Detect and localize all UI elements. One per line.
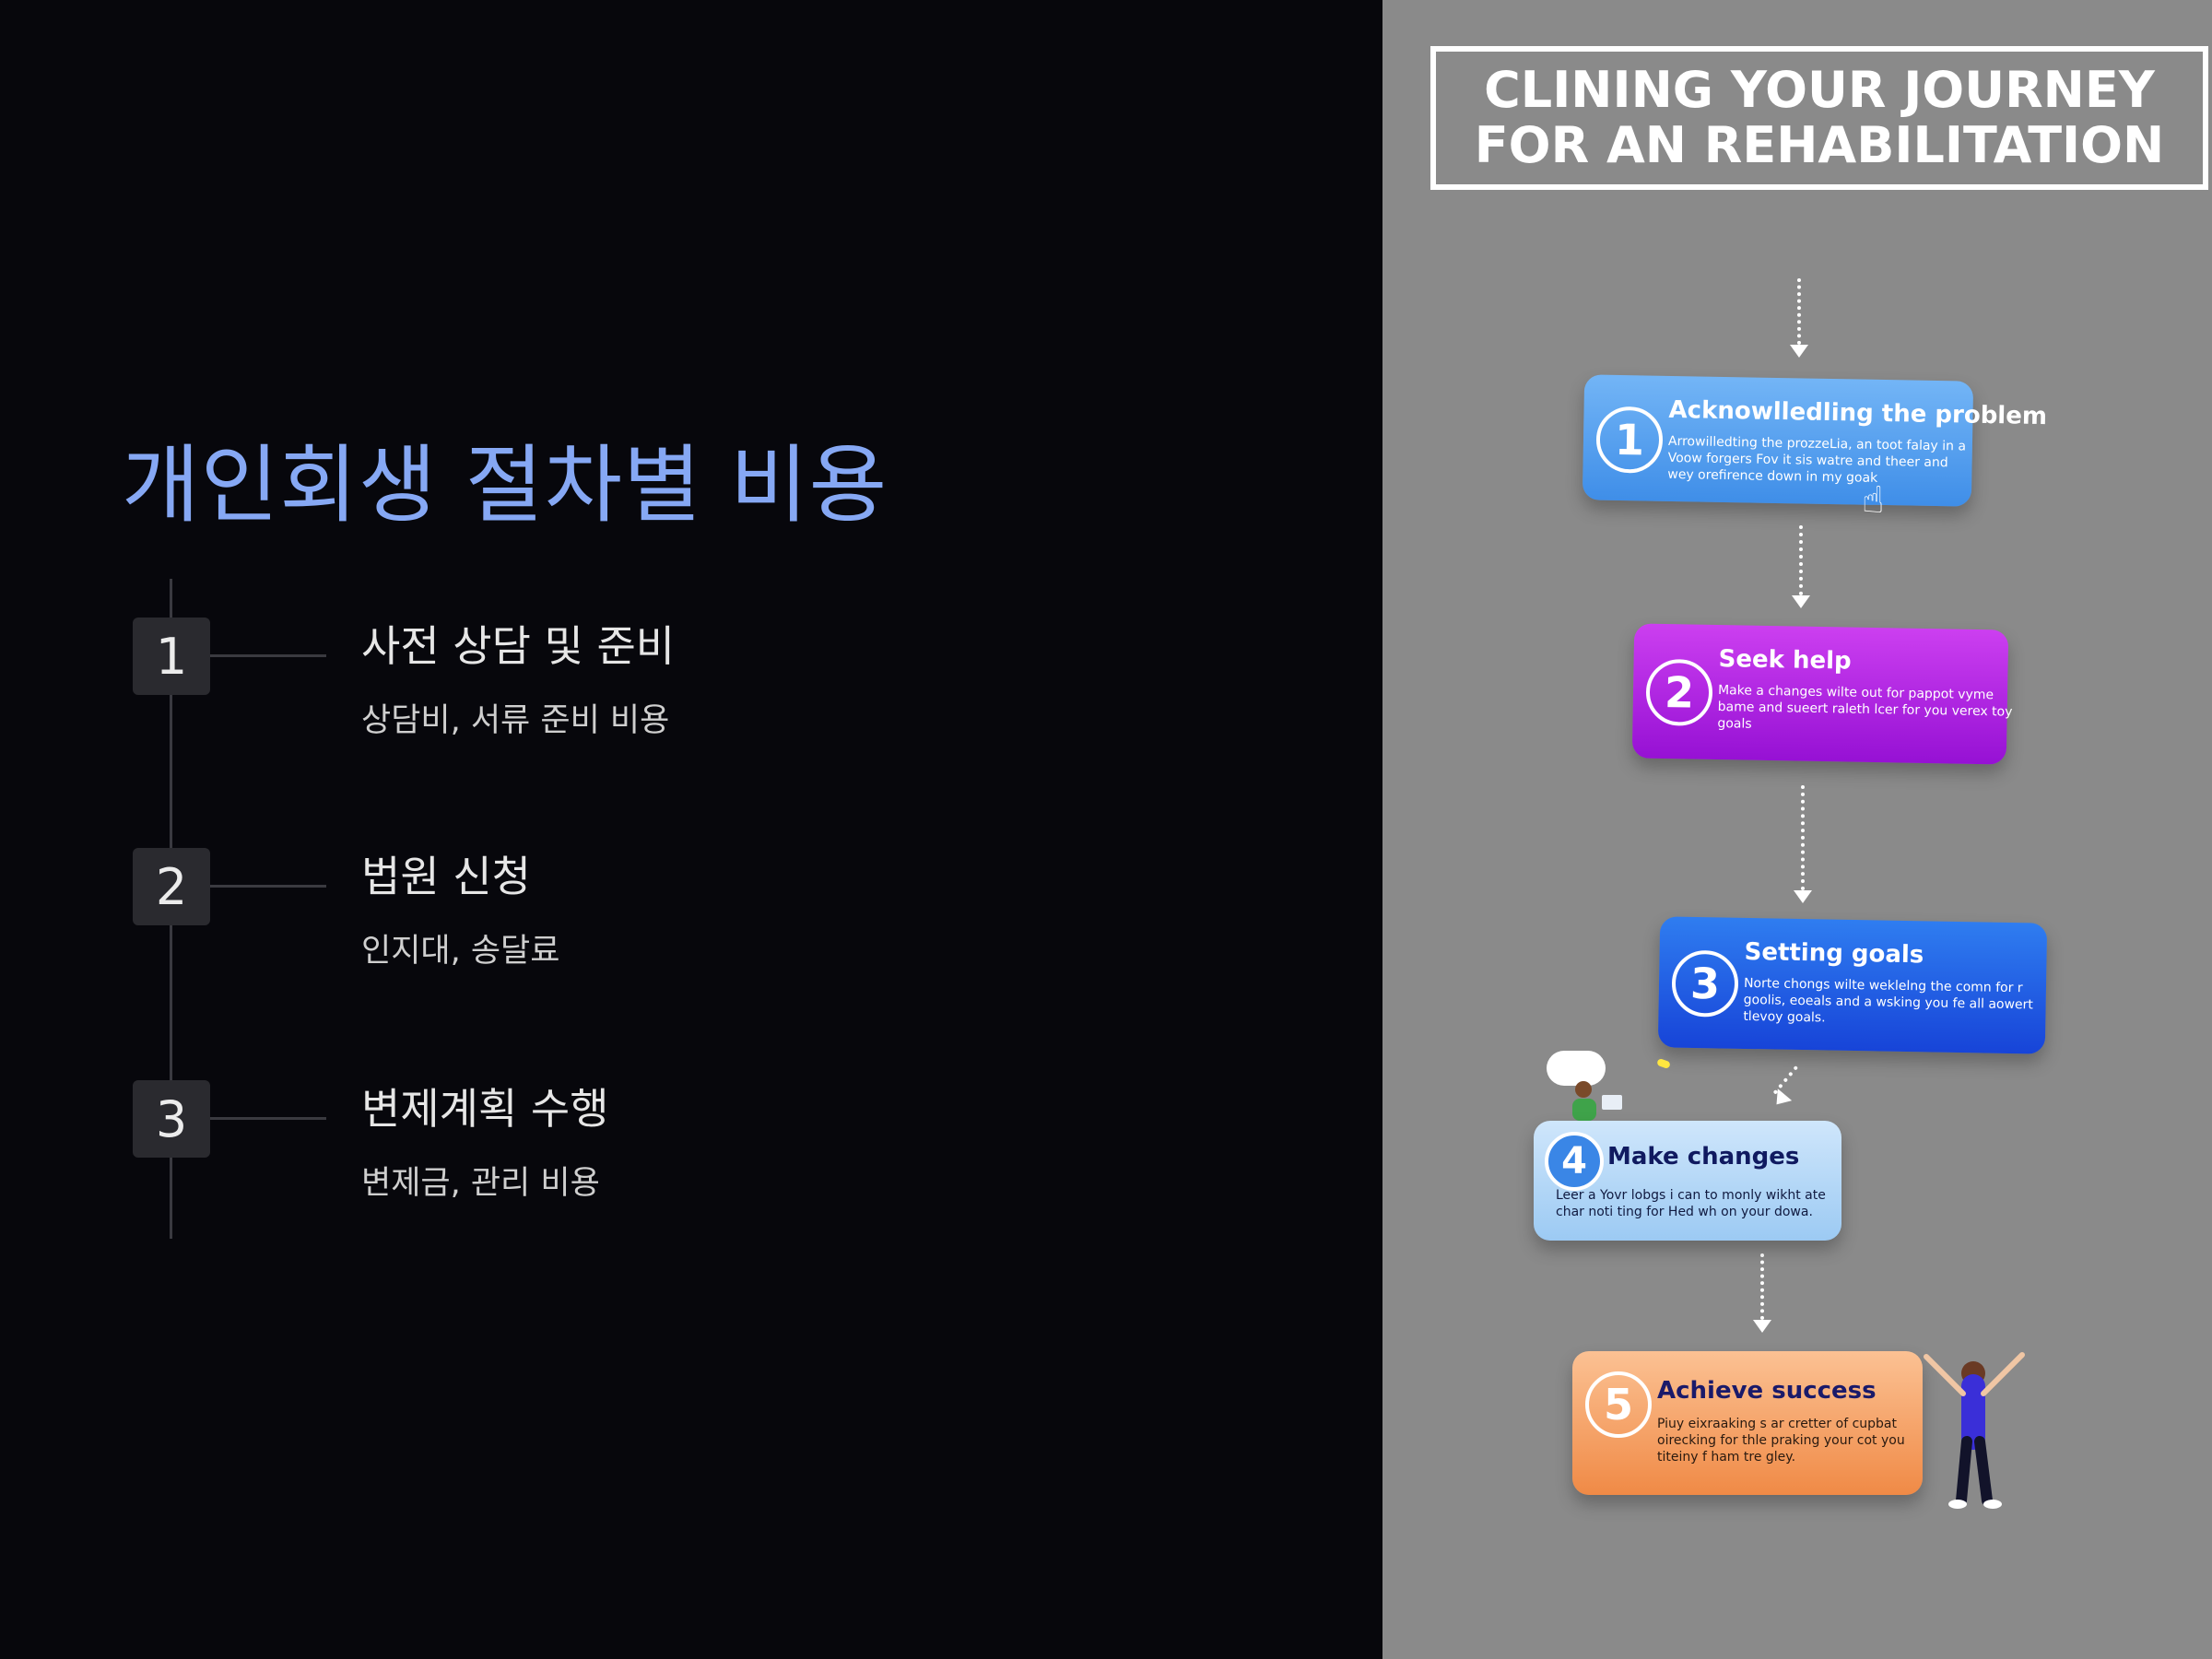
step-card-heading: Seek help xyxy=(1718,645,1852,676)
step-card-body: Norte chongs wilte weklelng the comn for… xyxy=(1743,975,2033,1026)
step-description: 상담비, 서류 준비 비용 xyxy=(361,702,670,739)
step-card-body: Leer a Yovr lobgs i can to monly wikht a… xyxy=(1556,1188,1826,1219)
step-connector xyxy=(210,1117,326,1120)
left-panel: 개인회생 절차별 비용 1 사전 상담 및 준비 상담비, 서류 준비 비용 2… xyxy=(0,436,1290,1260)
thought-cloud-icon xyxy=(1547,1051,1606,1086)
step-number-badge: 2 xyxy=(133,848,210,925)
step-card-number: 3 xyxy=(1671,949,1739,1018)
timeline-step-1: 1 사전 상담 및 준비 상담비, 서류 준비 비용 xyxy=(0,613,1290,797)
banner-line-1: CLINING YOUR JOURNEY xyxy=(1484,61,2155,119)
infographic-panel: CLINING YOUR JOURNEY FOR AN REHABILITATI… xyxy=(1382,0,2212,1659)
step-card-heading: Setting goals xyxy=(1744,937,1924,970)
flow-arrow-line xyxy=(1799,525,1803,595)
step-heading: 법원 신청 xyxy=(361,852,531,901)
page-title: 개인회생 절차별 비용 xyxy=(122,436,888,535)
step-heading: 사전 상담 및 준비 xyxy=(361,621,676,671)
step-heading: 변제계획 수행 xyxy=(361,1084,609,1134)
step-card-number: 2 xyxy=(1645,658,1713,726)
flow-arrow-head-icon xyxy=(1794,890,1812,903)
step-card-number: 1 xyxy=(1595,406,1664,474)
flow-arrow-head-icon xyxy=(1792,595,1810,608)
step-card-number: 4 xyxy=(1545,1132,1604,1191)
step-card-heading: Acknowlledling the problem xyxy=(1668,395,2048,431)
infographic-banner: CLINING YOUR JOURNEY FOR AN REHABILITATI… xyxy=(1430,46,2208,190)
step-card-body: Piuy eixraaking s ar cretter of cupbat o… xyxy=(1657,1417,1905,1465)
timeline-step-2: 2 법원 신청 인지대, 송달료 xyxy=(0,843,1290,1028)
step-card-body: Make a changes wilte out for pappot vyme… xyxy=(1717,683,2013,732)
step-description: 인지대, 송달료 xyxy=(361,933,560,970)
flow-arrow-head-icon xyxy=(1753,1320,1771,1333)
step-description: 변제금, 관리 비용 xyxy=(361,1165,600,1202)
step-card-4: 4 Make changes Leer a Yovr lobgs i can t… xyxy=(1534,1121,1841,1241)
hand-cursor-icon: ☝ xyxy=(1862,479,1885,522)
step-card-heading: Achieve success xyxy=(1657,1377,1877,1405)
step-card-number: 5 xyxy=(1585,1371,1652,1438)
step-card-heading: Make changes xyxy=(1607,1143,1800,1171)
step-card-5: 5 Achieve success Piuy eixraaking s ar c… xyxy=(1572,1351,1923,1495)
timeline-step-3: 3 변제계획 수행 변제금, 관리 비용 xyxy=(0,1076,1290,1260)
step-card-2: 2 Seek help Make a changes wilte out for… xyxy=(1631,623,2013,765)
step-card-3: 3 Setting goals Norte chongs wilte wekle… xyxy=(1657,916,2048,1054)
step-number-badge: 3 xyxy=(133,1080,210,1158)
thinking-person-icon xyxy=(1572,1081,1622,1121)
step-card-1: 1 Acknowlledling the problem Arrowilledt… xyxy=(1582,374,2047,507)
step-connector xyxy=(210,885,326,888)
step-card-body: Arrowilledting the prozzeLia, an toot fa… xyxy=(1667,433,1967,486)
step-connector xyxy=(210,654,326,657)
step-number-badge: 1 xyxy=(133,618,210,695)
banner-line-2: FOR AN REHABILITATION xyxy=(1474,116,2165,174)
celebrating-person-icon xyxy=(1924,1352,2025,1509)
flow-arrow-line xyxy=(1801,785,1805,890)
sparkle-icon xyxy=(1656,1057,1671,1070)
flow-arrow-line xyxy=(1797,278,1801,345)
flow-arrow-head-icon xyxy=(1790,345,1808,358)
flow-arrow-line xyxy=(1760,1253,1764,1320)
